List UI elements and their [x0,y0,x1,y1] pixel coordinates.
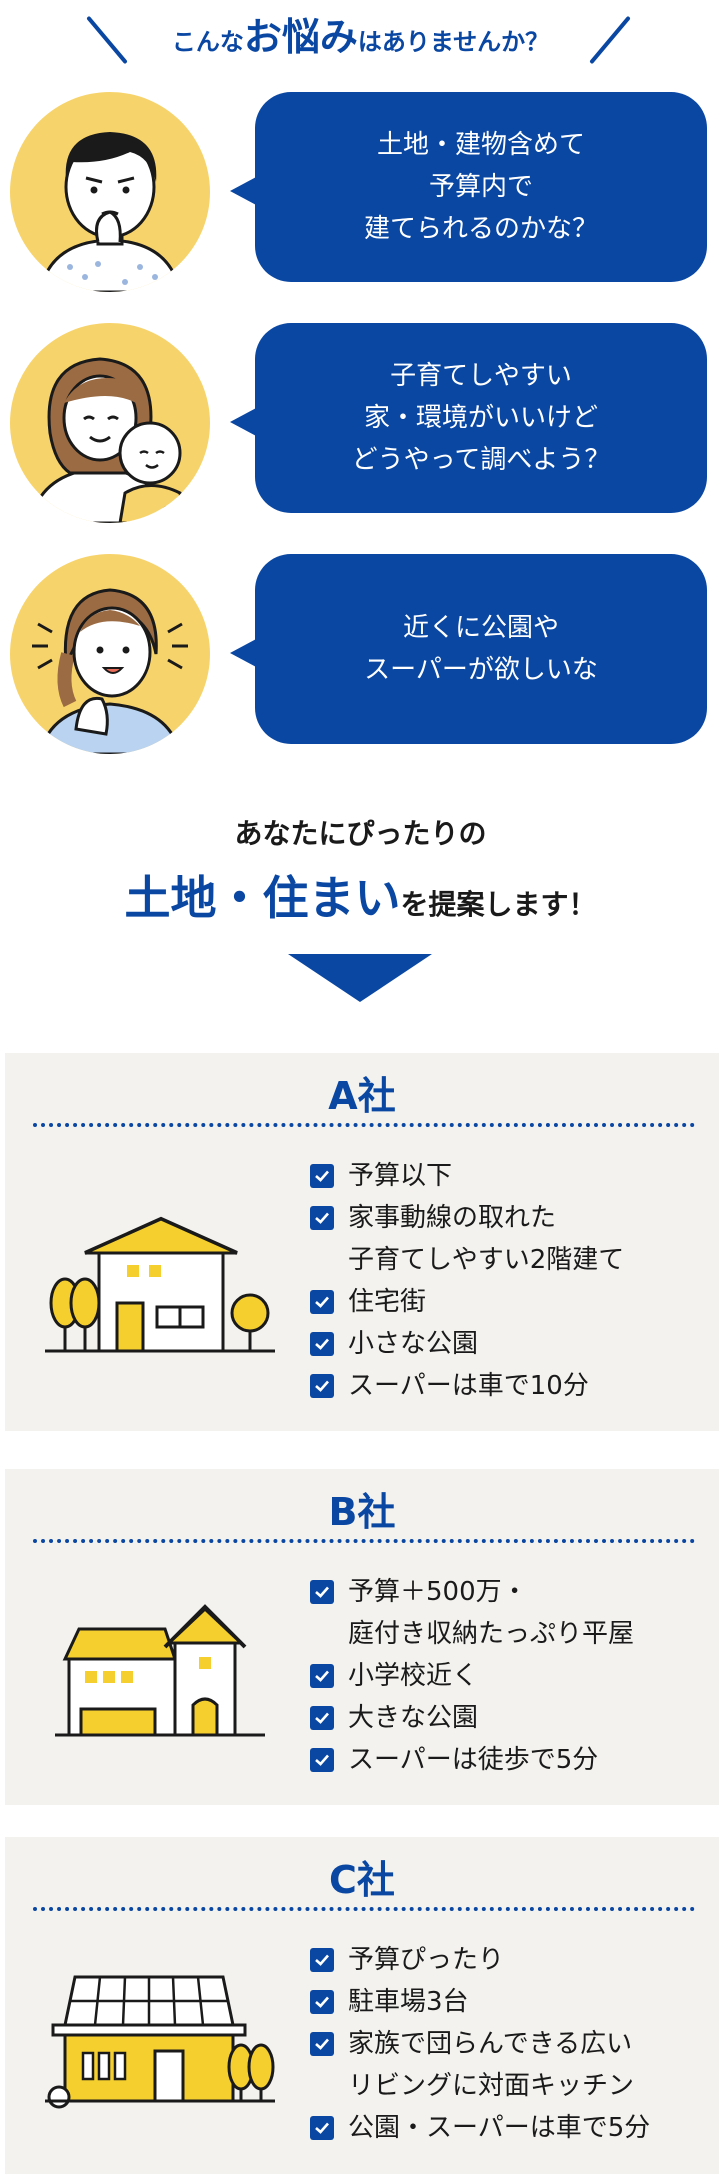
divider [33,1539,695,1543]
divider [33,1907,695,1911]
feature-text: スーパーは車で10分 [348,1371,589,1401]
checkbox-icon [310,2032,334,2056]
feature-item: 小さな公園 [310,1323,624,1365]
mother-with-baby-icon [10,323,210,523]
bubble-line: 予算内で [428,172,533,202]
checkbox-icon [310,1748,334,1772]
speech-bubble-text: 近くに公園や スーパーが欲しいな [364,607,598,691]
father-thinking-icon [10,92,210,292]
company-card: C社 予算ぴったり 駐車場3台 家族で団らんできる広いリビングに対面キッチン 公… [5,1837,719,2174]
worry-row: 子育てしやすい 家・環境がいいけど どうやって調べよう？ [0,323,721,523]
proposal-emphasis: 土地・住まい [124,871,401,925]
checkbox-icon [310,1290,334,1314]
bubble-line: 建てられるのかな？ [363,214,598,244]
checkbox-icon [310,1664,334,1688]
checkbox-icon [310,1374,334,1398]
feature-item: 小学校近く [310,1655,634,1697]
divider [33,1123,695,1127]
feature-item: 公園・スーパーは車で5分 [310,2107,650,2149]
worry-row: 近くに公園や スーパーが欲しいな [0,554,721,754]
feature-item: 家事動線の取れた子育てしやすい2階建て [310,1197,624,1281]
feature-item: スーパーは徒歩で5分 [310,1739,634,1781]
single-story-house-icon [45,1599,275,1779]
bubble-line: 家・環境がいいけど [363,403,598,433]
feature-text: 家事動線の取れた [348,1203,557,1233]
checkbox-icon [310,2116,334,2140]
feature-list: 予算＋500万・庭付き収納たっぷり平屋 小学校近く 大きな公園 スーパーは徒歩で… [310,1571,634,1781]
speech-bubble-tail [230,176,258,206]
speech-bubble-text: 土地・建物含めて 予算内で 建てられるのかな？ [364,124,598,250]
speech-bubble: 子育てしやすい 家・環境がいいけど どうやって調べよう？ [255,323,707,513]
feature-item: 駐車場3台 [310,1981,650,2023]
heading-text: こんなお悩みはありませんか？ [0,6,721,61]
heading-suffix: はありませんか？ [357,28,550,56]
two-story-house-with-trees-icon [45,1203,275,1383]
checkbox-icon [310,1332,334,1356]
checkbox-icon [310,1948,334,1972]
bubble-line: どうやって調べよう？ [351,445,611,475]
feature-text: 庭付き収納たっぷり平屋 [348,1619,635,1649]
bubble-line: 近くに公園や [402,613,559,643]
feature-text: 子育てしやすい2階建て [348,1245,625,1275]
bubble-line: スーパーが欲しいな [364,655,598,685]
feature-text: 予算＋500万・ [348,1577,528,1607]
speech-bubble-tail [230,407,258,437]
bubble-line: 子育てしやすい [390,361,572,391]
speech-bubble: 土地・建物含めて 予算内で 建てられるのかな？ [255,92,707,282]
feature-list: 予算以下 家事動線の取れた子育てしやすい2階建て 住宅街 小さな公園 スーパーは… [310,1155,624,1407]
feature-item: 予算＋500万・庭付き収納たっぷり平屋 [310,1571,634,1655]
heading-prefix: こんな [171,28,244,56]
feature-text: 大きな公園 [348,1703,479,1733]
woman-hopeful-icon [10,554,210,754]
company-name: A社 [328,1074,396,1118]
company-name: C社 [329,1858,395,1902]
checkbox-icon [310,1706,334,1730]
feature-list: 予算ぴったり 駐車場3台 家族で団らんできる広いリビングに対面キッチン 公園・ス… [310,1939,650,2149]
feature-item: 家族で団らんできる広いリビングに対面キッチン [310,2023,650,2107]
feature-text: 家族で団らんできる広い [348,2029,633,2059]
feature-text: 住宅街 [348,1287,427,1317]
checkbox-icon [310,1164,334,1188]
worries-heading: こんなお悩みはありませんか？ [0,0,721,72]
feature-item: 予算ぴったり [310,1939,650,1981]
feature-text: 予算ぴったり [348,1945,505,1975]
feature-text: 小学校近く [348,1661,479,1691]
feature-item: 大きな公園 [310,1697,634,1739]
speech-bubble-text: 子育てしやすい 家・環境がいいけど どうやって調べよう？ [352,355,611,481]
feature-text: 駐車場3台 [348,1987,469,2017]
company-name: B社 [328,1490,396,1534]
feature-text: リビングに対面キッチン [348,2071,635,2101]
feature-item: 住宅街 [310,1281,624,1323]
feature-item: 予算以下 [310,1155,624,1197]
proposal-lead: あなたにぴったりの [234,817,487,850]
feature-text: スーパーは徒歩で5分 [348,1745,599,1775]
feature-item: スーパーは車で10分 [310,1365,624,1407]
proposal-suffix: を提案します！ [400,888,597,921]
company-card: A社 予算以下 家事動線の取れた子育てしやすい2階建て 住宅街 小さな公 [5,1053,719,1431]
checkbox-icon [310,1990,334,2014]
worry-row: 土地・建物含めて 予算内で 建てられるのかな？ [0,92,721,292]
checkbox-icon [310,1580,334,1604]
speech-bubble-tail [230,638,258,668]
speech-bubble: 近くに公園や スーパーが欲しいな [255,554,707,744]
feature-text: 予算以下 [348,1161,453,1191]
heading-emphasis: お悩み [243,15,358,59]
down-arrow-icon [288,954,432,1002]
company-card: B社 予算＋500万・庭付き収納たっぷり平屋 小学校近く 大きな公園 スーパーは… [5,1469,719,1805]
proposal-headline: 土地・住まいを提案します！ [0,862,721,928]
checkbox-icon [310,1206,334,1230]
solar-panel-house-icon [45,1967,275,2147]
feature-text: 公園・スーパーは車で5分 [348,2113,651,2143]
bubble-line: 土地・建物含めて [376,130,585,160]
feature-text: 小さな公園 [348,1329,479,1359]
